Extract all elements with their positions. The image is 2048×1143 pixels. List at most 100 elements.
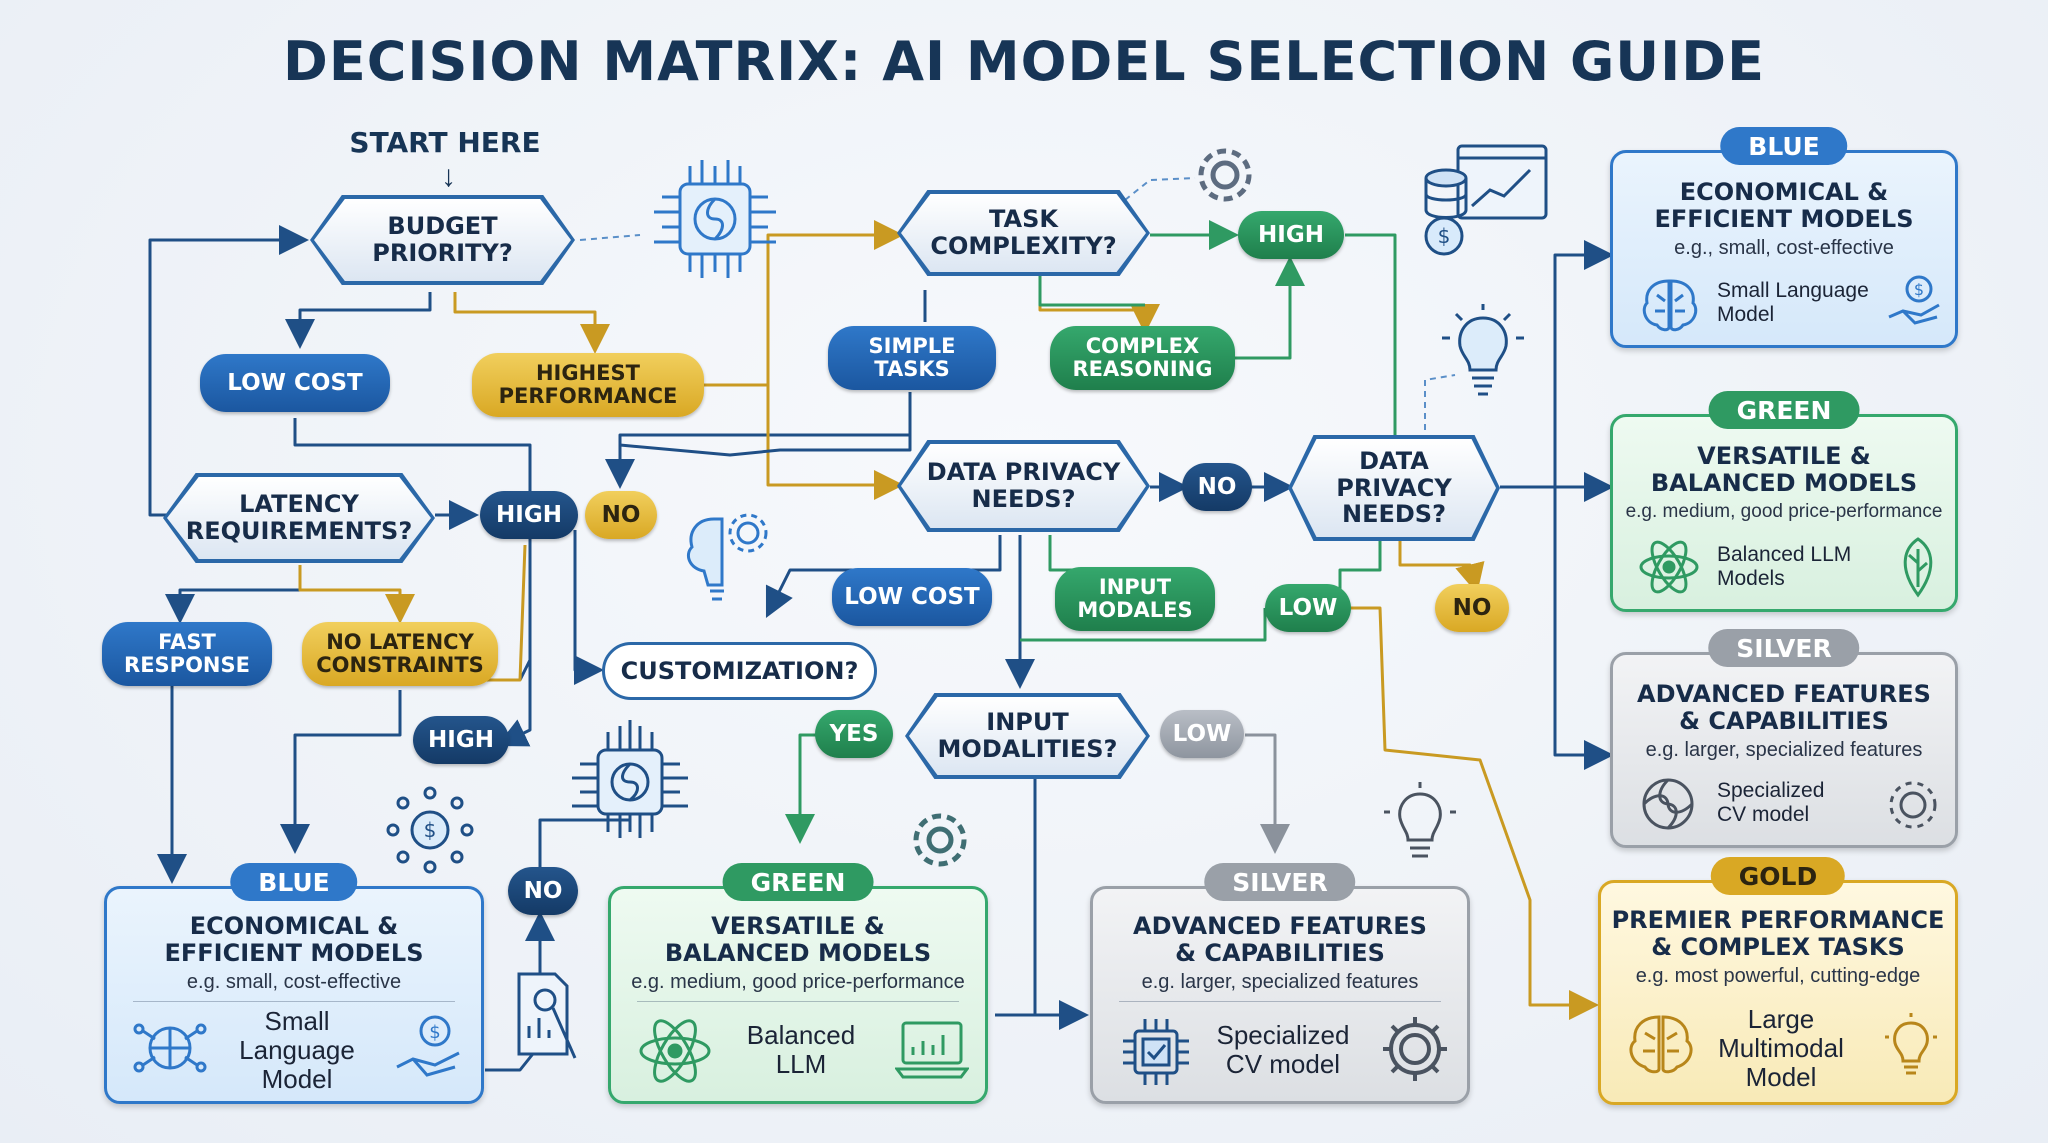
- right-gold-card[interactable]: GOLD PREMIER PERFORMANCE & COMPLEX TASKS…: [1598, 857, 1958, 1105]
- data-privacy-right-decision[interactable]: DATA PRIVACY NEEDS?: [1288, 435, 1500, 541]
- task-complexity-decision[interactable]: TASK COMPLEXITY?: [897, 190, 1150, 276]
- no-bottom-pill[interactable]: NO: [508, 867, 578, 915]
- start-label: START HERE: [349, 126, 541, 159]
- card-divider: [637, 1001, 959, 1002]
- card-heading: ECONOMICAL & EFFICIENT MODELS: [1654, 178, 1914, 233]
- svg-text:$: $: [1438, 224, 1451, 248]
- latency-requirements-label: LATENCY REQUIREMENTS?: [167, 477, 431, 559]
- high-lower-pill[interactable]: HIGH: [413, 716, 509, 764]
- lightbulb-icon: [1384, 782, 1456, 858]
- lightbulb-icon: [1442, 304, 1524, 396]
- yes-modal-pill[interactable]: YES: [815, 710, 893, 758]
- card-model: Small Language Model: [239, 1006, 355, 1095]
- coin-network-icon: $: [386, 786, 474, 874]
- right-green-card[interactable]: GREEN VERSATILE & BALANCED MODELS e.g. m…: [1610, 391, 1958, 612]
- gear-icon: [913, 813, 967, 867]
- fast-response-pill[interactable]: FAST RESPONSE: [102, 622, 272, 686]
- atom-icon: [639, 1019, 711, 1083]
- highest-performance-pill[interactable]: HIGHEST PERFORMANCE: [472, 353, 704, 417]
- low-privacy-pill[interactable]: LOW: [1265, 584, 1351, 632]
- gear-icon: [1889, 781, 1937, 829]
- high-task-pill[interactable]: HIGH: [1238, 211, 1344, 259]
- money-hand-icon: $: [1888, 275, 1940, 325]
- svg-text:$: $: [429, 1022, 440, 1043]
- right-silver-card[interactable]: SILVER ADVANCED FEATURES & CAPABILITIES …: [1610, 629, 1958, 848]
- brain-network-icon: [133, 1023, 207, 1073]
- money-hand-icon: $: [396, 1015, 460, 1077]
- tier-tab: BLUE: [1720, 127, 1848, 165]
- card-heading: VERSATILE & BALANCED MODELS: [1650, 442, 1918, 497]
- card-model: Small Language Model: [1717, 279, 1869, 326]
- tier-tab: GOLD: [1710, 857, 1846, 895]
- database-chart-icon: $: [1424, 144, 1548, 256]
- no-latency-pill[interactable]: NO: [585, 491, 657, 539]
- input-modalities-label: INPUT MODALITIES?: [909, 697, 1146, 775]
- simple-tasks-pill[interactable]: SIMPLE TASKS: [828, 326, 996, 390]
- lightbulb-icon: [1885, 1013, 1937, 1075]
- brain-icon: [1629, 1015, 1693, 1074]
- low-modal-pill[interactable]: LOW: [1160, 710, 1244, 758]
- tier-tab: SILVER: [1204, 863, 1356, 901]
- tier-tab: BLUE: [230, 863, 358, 901]
- budget-priority-label: BUDGET PRIORITY?: [314, 199, 571, 281]
- input-modalities-decision[interactable]: INPUT MODALITIES?: [905, 693, 1150, 779]
- swirl-logo-icon: [1642, 778, 1694, 830]
- card-subtitle: e.g. larger, specialized features: [1645, 739, 1923, 761]
- card-model: Balanced LLM: [746, 1020, 856, 1080]
- data-privacy-right-label: DATA PRIVACY NEEDS?: [1292, 439, 1496, 537]
- high-latency-pill[interactable]: HIGH: [480, 491, 578, 539]
- document-chart-icon: [517, 972, 577, 1059]
- no-privacy-right-pill[interactable]: NO: [1435, 584, 1509, 632]
- svg-text:$: $: [424, 818, 437, 842]
- bottom-silver-card[interactable]: SILVER ADVANCED FEATURES & CAPABILITIES …: [1090, 863, 1470, 1104]
- card-heading: ADVANCED FEATURES & CAPABILITIES: [1133, 912, 1427, 967]
- start-arrow-icon: ↓: [441, 160, 456, 193]
- card-subtitle: e.g. larger, specialized features: [1141, 971, 1419, 993]
- data-privacy-center-decision[interactable]: DATA PRIVACY NEEDS?: [897, 440, 1150, 532]
- input-modales-pill[interactable]: INPUT MODALES: [1055, 567, 1215, 631]
- leaf-shield-icon: [1903, 537, 1933, 598]
- card-model: Large Multimodal Model: [1718, 1004, 1844, 1093]
- right-blue-card[interactable]: BLUE ECONOMICAL & EFFICIENT MODELS e.g.,…: [1610, 127, 1958, 348]
- card-subtitle: e.g. most powerful, cutting-edge: [1635, 965, 1921, 987]
- card-heading: ECONOMICAL & EFFICIENT MODELS: [164, 912, 424, 967]
- bottom-blue-card[interactable]: BLUE ECONOMICAL & EFFICIENT MODELS e.g. …: [104, 863, 484, 1104]
- card-model: Specialized CV model: [1216, 1020, 1350, 1080]
- latency-requirements-decision[interactable]: LATENCY REQUIREMENTS?: [163, 473, 435, 563]
- budget-priority-decision[interactable]: BUDGET PRIORITY?: [310, 195, 575, 285]
- gear-icon: [1383, 1017, 1447, 1081]
- card-subtitle: e.g. medium, good price-performance: [631, 971, 965, 993]
- card-model: Specialized CV model: [1717, 779, 1825, 826]
- no-privacy-pill[interactable]: NO: [1182, 463, 1252, 511]
- card-heading: ADVANCED FEATURES & CAPABILITIES: [1637, 680, 1931, 735]
- card-heading: VERSATILE & BALANCED MODELS: [664, 912, 932, 967]
- brain-gear-icon: [687, 513, 768, 601]
- card-subtitle: e.g., small, cost-effective: [1674, 237, 1894, 259]
- low-cost-2-pill[interactable]: LOW COST: [832, 568, 992, 626]
- customization-decision[interactable]: CUSTOMIZATION?: [602, 642, 877, 700]
- cpu-check-icon: [1123, 1019, 1189, 1085]
- card-model: Balanced LLM Models: [1717, 543, 1852, 590]
- chip-brain-icon: [654, 160, 776, 278]
- card-subtitle: e.g. medium, good price-performance: [1625, 501, 1943, 522]
- card-subtitle: e.g. small, cost-effective: [186, 971, 402, 993]
- data-privacy-center-label: DATA PRIVACY NEEDS?: [901, 444, 1146, 528]
- atom-icon: [1639, 540, 1699, 594]
- tier-tab: SILVER: [1708, 629, 1860, 667]
- laptop-chart-icon: [895, 1021, 969, 1079]
- task-complexity-label: TASK COMPLEXITY?: [901, 194, 1146, 272]
- tier-tab: GREEN: [1708, 391, 1860, 429]
- page-title: DECISION MATRIX: AI MODEL SELECTION GUID…: [283, 30, 1765, 93]
- brain-icon: [1642, 279, 1698, 332]
- low-cost-pill[interactable]: LOW COST: [200, 354, 390, 412]
- svg-text:$: $: [1914, 280, 1924, 299]
- card-divider: [133, 1001, 455, 1002]
- bottom-green-card[interactable]: GREEN VERSATILE & BALANCED MODELS e.g. m…: [608, 863, 988, 1104]
- tier-tab: GREEN: [722, 863, 874, 901]
- chip-brain-icon: [572, 726, 688, 838]
- complex-reasoning-pill[interactable]: COMPLEX REASONING: [1050, 326, 1235, 390]
- card-divider: [1119, 1001, 1441, 1002]
- no-latency-constraints-pill[interactable]: NO LATENCY CONSTRAINTS: [302, 622, 498, 686]
- card-heading: PREMIER PERFORMANCE & COMPLEX TASKS: [1611, 906, 1945, 961]
